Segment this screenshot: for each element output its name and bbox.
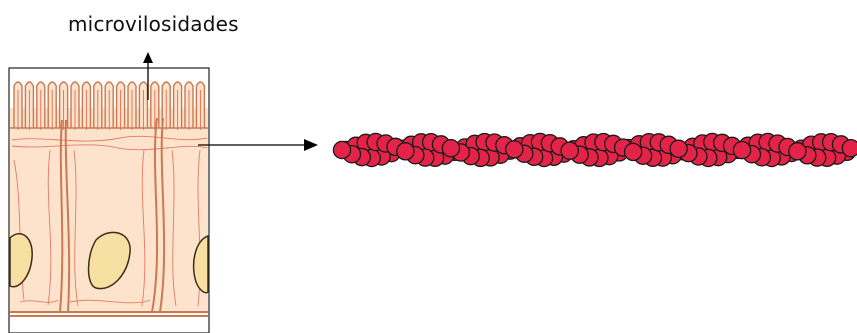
- nucleus-left: [9, 233, 33, 288]
- actin-monomer: [623, 142, 643, 162]
- cell-boundary-1: [59, 119, 64, 313]
- actin-monomer: [669, 139, 688, 159]
- cell-boundary-1b: [64, 119, 71, 313]
- nuclei: [9, 231, 209, 294]
- actin-monomer: [505, 140, 524, 159]
- cell-boundary-2: [151, 117, 159, 313]
- actin-filament: [332, 132, 857, 168]
- actin-monomer: [396, 142, 415, 161]
- epithelial-tissue: [8, 52, 210, 333]
- actin-monomer: [560, 141, 579, 160]
- filament-line: [47, 149, 52, 306]
- actin-monomer: [441, 138, 461, 158]
- filament-line: [11, 144, 208, 151]
- nucleus-center: [87, 231, 131, 290]
- label-arrow: [143, 52, 153, 100]
- actin-monomer: [841, 138, 857, 158]
- filament-line: [73, 149, 79, 307]
- actin-monomer: [332, 140, 352, 160]
- filament-line: [13, 159, 25, 301]
- filament-line: [171, 149, 177, 307]
- actin-monomer: [732, 140, 752, 160]
- microvilli-label: microvilosidades: [68, 12, 239, 36]
- filament-line: [69, 299, 151, 304]
- terminal-web-filaments: [11, 135, 208, 307]
- microvilli-row: [10, 81, 208, 130]
- pointer-arrow: [198, 139, 318, 151]
- filament-line: [141, 149, 146, 307]
- filament-line: [19, 299, 59, 303]
- filament-line: [11, 135, 208, 142]
- actin-monomer: [788, 142, 807, 161]
- nucleus-right: [192, 234, 209, 294]
